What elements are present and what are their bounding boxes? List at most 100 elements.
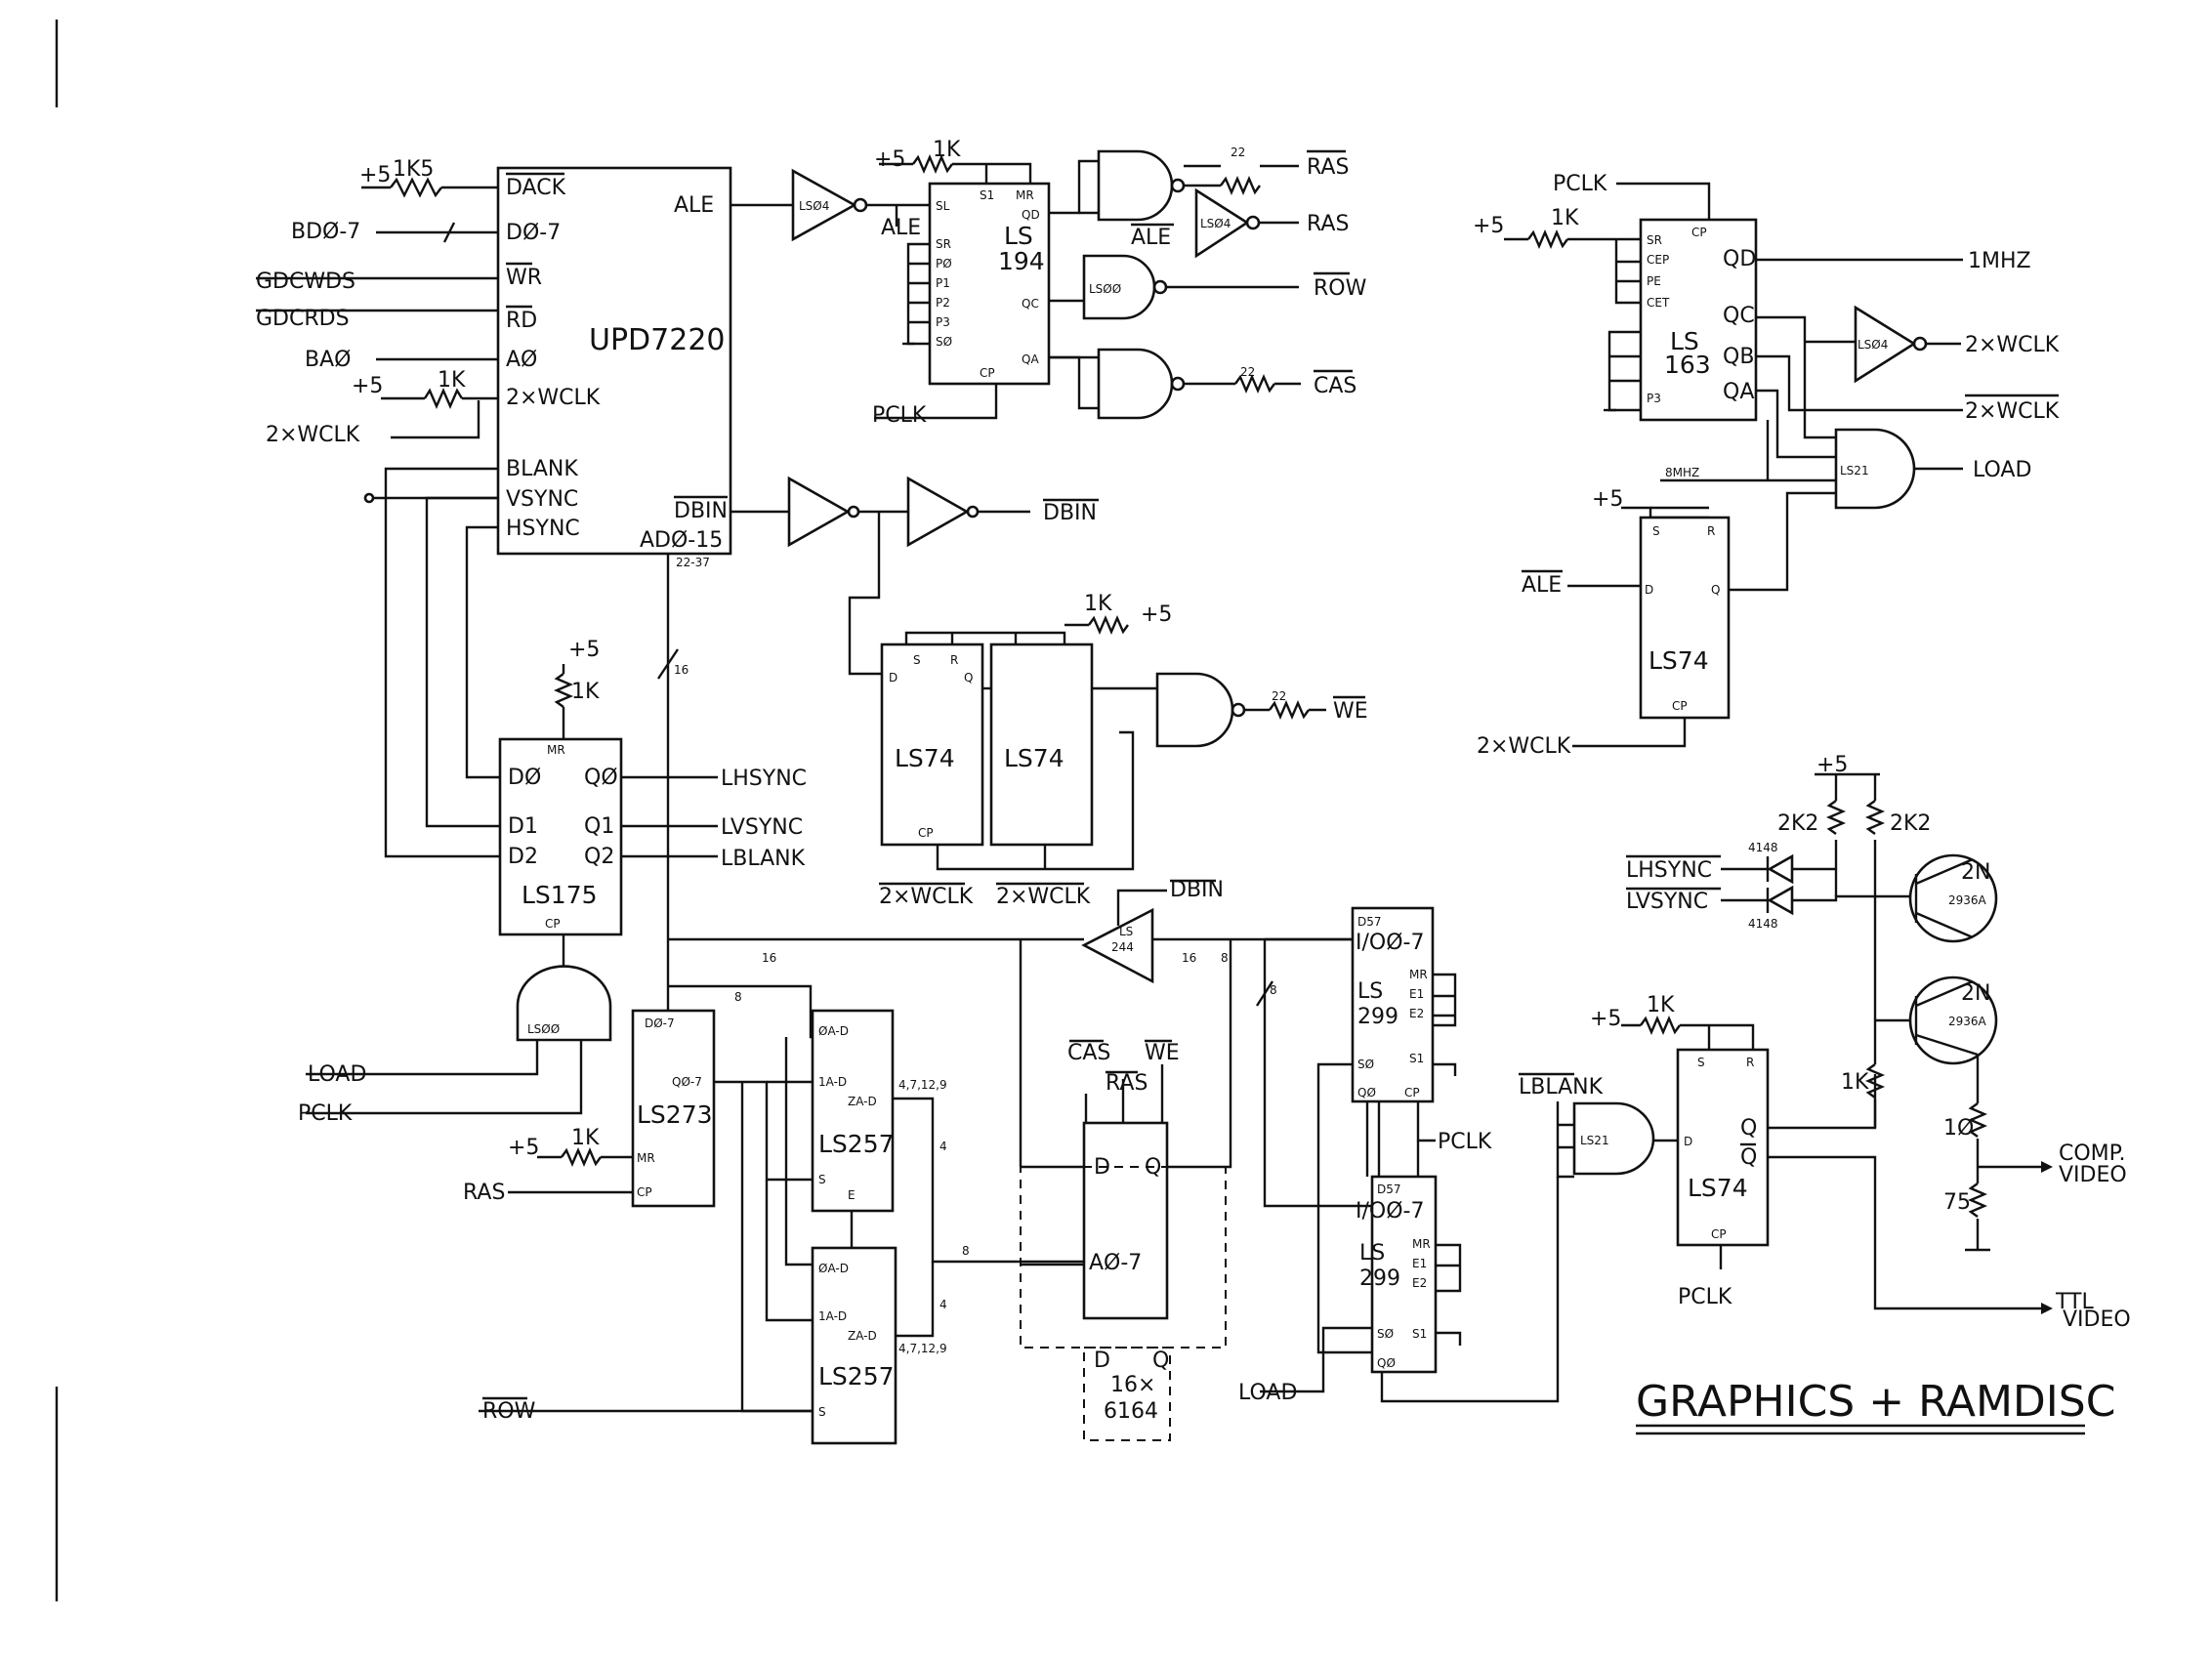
svg-text:S1: S1 <box>1412 1327 1427 1341</box>
svg-text:QB: QB <box>1723 345 1754 369</box>
out-comp-video: VIDEO <box>2059 1163 2127 1187</box>
svg-text:CET: CET <box>1647 296 1670 310</box>
ls299a-label: LS <box>1357 979 1383 1004</box>
out-cas: CAS <box>1314 374 1356 398</box>
svg-text:D2: D2 <box>508 845 538 869</box>
svg-text:D: D <box>1645 583 1653 597</box>
video-pullup-a: 2K2 <box>1777 811 1818 836</box>
out-lvsync: LVSYNC <box>721 815 803 840</box>
pin-hsync: HSYNC <box>506 517 580 541</box>
pn-22-37: 22-37 <box>676 556 710 569</box>
svg-text:MR: MR <box>637 1151 655 1165</box>
svg-text:S1: S1 <box>980 188 994 202</box>
svg-text:2N: 2N <box>1961 981 1990 1006</box>
upd-2xwclk-in: 2×WCLK <box>266 423 360 447</box>
svg-text:4: 4 <box>939 1298 947 1311</box>
ls257-mux-b <box>811 1246 897 1445</box>
sync-plus5: +5 <box>568 638 600 662</box>
svg-text:D57: D57 <box>1377 1183 1401 1196</box>
ls21-gate <box>1834 428 1916 510</box>
out-we: WE <box>1333 699 1368 724</box>
svg-text:LS74: LS74 <box>1004 744 1064 772</box>
svg-text:Q: Q <box>1740 1145 1757 1170</box>
svg-text:MR: MR <box>1016 188 1034 202</box>
svg-text:Q1: Q1 <box>584 814 614 839</box>
video-ls74-ff <box>1676 1048 1770 1247</box>
upd7220-chip <box>496 166 732 556</box>
video-r75: 75 <box>1943 1190 1971 1215</box>
svg-text:E2: E2 <box>1409 1007 1424 1020</box>
clock-section: PCLK +5 1K LS 163 SR CEP PE CET P3 CP QD… <box>1473 172 2060 759</box>
out-ras: RAS <box>1307 212 1349 236</box>
upd-r1k5: 1K5 <box>393 157 434 182</box>
out-ras-bar: RAS <box>1307 155 1349 180</box>
sync-bus-16: 16 <box>674 663 689 677</box>
video-pullup-b: 2K2 <box>1890 811 1931 836</box>
timing-section: LSØ4 ALE LS 194 SL SR PØ P1 P2 P3 SØ S1 … <box>791 138 1367 428</box>
ls194-label: LS <box>1004 222 1033 250</box>
svg-text:CP: CP <box>545 917 561 931</box>
pin-2xwclk: 2×WCLK <box>506 386 601 410</box>
clk-plus5: +5 <box>1473 214 1504 238</box>
ram-bank-6164: 6164 <box>1104 1399 1158 1424</box>
ls175-chip <box>498 737 623 936</box>
addr-load: LOAD <box>308 1062 366 1087</box>
svg-text:LS: LS <box>1119 925 1133 938</box>
svg-text:299: 299 <box>1359 1266 1400 1291</box>
ls257a-label: LS257 <box>818 1130 895 1158</box>
svg-text:D: D <box>889 671 897 685</box>
svg-text:PE: PE <box>1647 274 1661 288</box>
clk-inverter <box>1854 305 1917 384</box>
upd-ba0: BAØ <box>305 348 351 372</box>
svg-text:QØ: QØ <box>584 766 618 790</box>
dbin-2xwclk-b: 2×WCLK <box>996 885 1091 909</box>
svg-text:SØ: SØ <box>1377 1327 1394 1341</box>
svg-text:AØ-7: AØ-7 <box>1089 1251 1142 1275</box>
ls244-buffer <box>1081 907 1154 984</box>
address-section: LSØØ LOAD PCLK LS273 DØ-7 QØ-7 MR CP +5 … <box>298 934 1084 1445</box>
sync-r1k: 1K <box>571 680 600 704</box>
svg-text:LS74: LS74 <box>895 744 955 772</box>
svg-text:MR: MR <box>1409 968 1428 981</box>
svg-text:194: 194 <box>998 247 1045 275</box>
ram-section: LS 244 DBIN 16 CAS WE RAS D Q AØ-7 D Q 1… <box>1019 878 1353 1441</box>
out-comp: COMP. <box>2059 1141 2126 1166</box>
addr-plus5: +5 <box>508 1136 539 1160</box>
upd-plus5b: +5 <box>352 374 383 398</box>
ls299-register-b <box>1370 1175 1438 1374</box>
ls175-label: LS175 <box>522 881 598 909</box>
svg-text:Q: Q <box>1740 1116 1757 1141</box>
svg-text:D57: D57 <box>1357 915 1382 929</box>
svg-text:22: 22 <box>1240 365 1255 379</box>
ls257-mux-a <box>811 1009 895 1213</box>
svg-text:S: S <box>1697 1056 1705 1069</box>
svg-text:CP: CP <box>918 826 934 840</box>
video-section: LBLANK LS21 +5 1K LS74 S R D Q Q CP PCLK… <box>1519 753 2131 1332</box>
out-2xwclk: 2×WCLK <box>1965 333 2060 357</box>
svg-text:S: S <box>818 1173 826 1186</box>
pin-dack: DACK <box>506 176 566 200</box>
nand-gate-cas <box>1097 348 1174 420</box>
upd7220-section: UPD7220 DACK DØ-7 WR RD AØ 2×WCLK BLANK … <box>256 157 793 986</box>
svg-text:ØA-D: ØA-D <box>818 1024 849 1038</box>
svg-text:2936A: 2936A <box>1948 893 1987 907</box>
clk-ls74-ff <box>1639 516 1731 720</box>
svg-text:163: 163 <box>1664 351 1711 379</box>
svg-text:R: R <box>1707 524 1715 538</box>
ram-cas: CAS <box>1067 1041 1110 1065</box>
in-lvsync: LVSYNC <box>1626 890 1708 914</box>
svg-text:E1: E1 <box>1412 1257 1427 1270</box>
svg-text:D: D <box>1094 1349 1110 1373</box>
addr-row: ROW <box>482 1399 536 1424</box>
svg-text:ZA-D: ZA-D <box>848 1095 877 1108</box>
svg-text:LSØ4: LSØ4 <box>799 199 829 213</box>
upd7220-label: UPD7220 <box>589 323 726 357</box>
svg-text:QA: QA <box>1723 380 1754 404</box>
timing-ale: ALE <box>881 216 921 240</box>
svg-text:Q: Q <box>964 671 973 685</box>
svg-text:P3: P3 <box>936 315 950 329</box>
ram-bank-16x: 16× <box>1110 1373 1155 1397</box>
svg-text:PØ: PØ <box>936 257 952 270</box>
svg-text:CP: CP <box>1691 226 1707 239</box>
svg-text:LSØØ: LSØØ <box>1089 282 1121 296</box>
